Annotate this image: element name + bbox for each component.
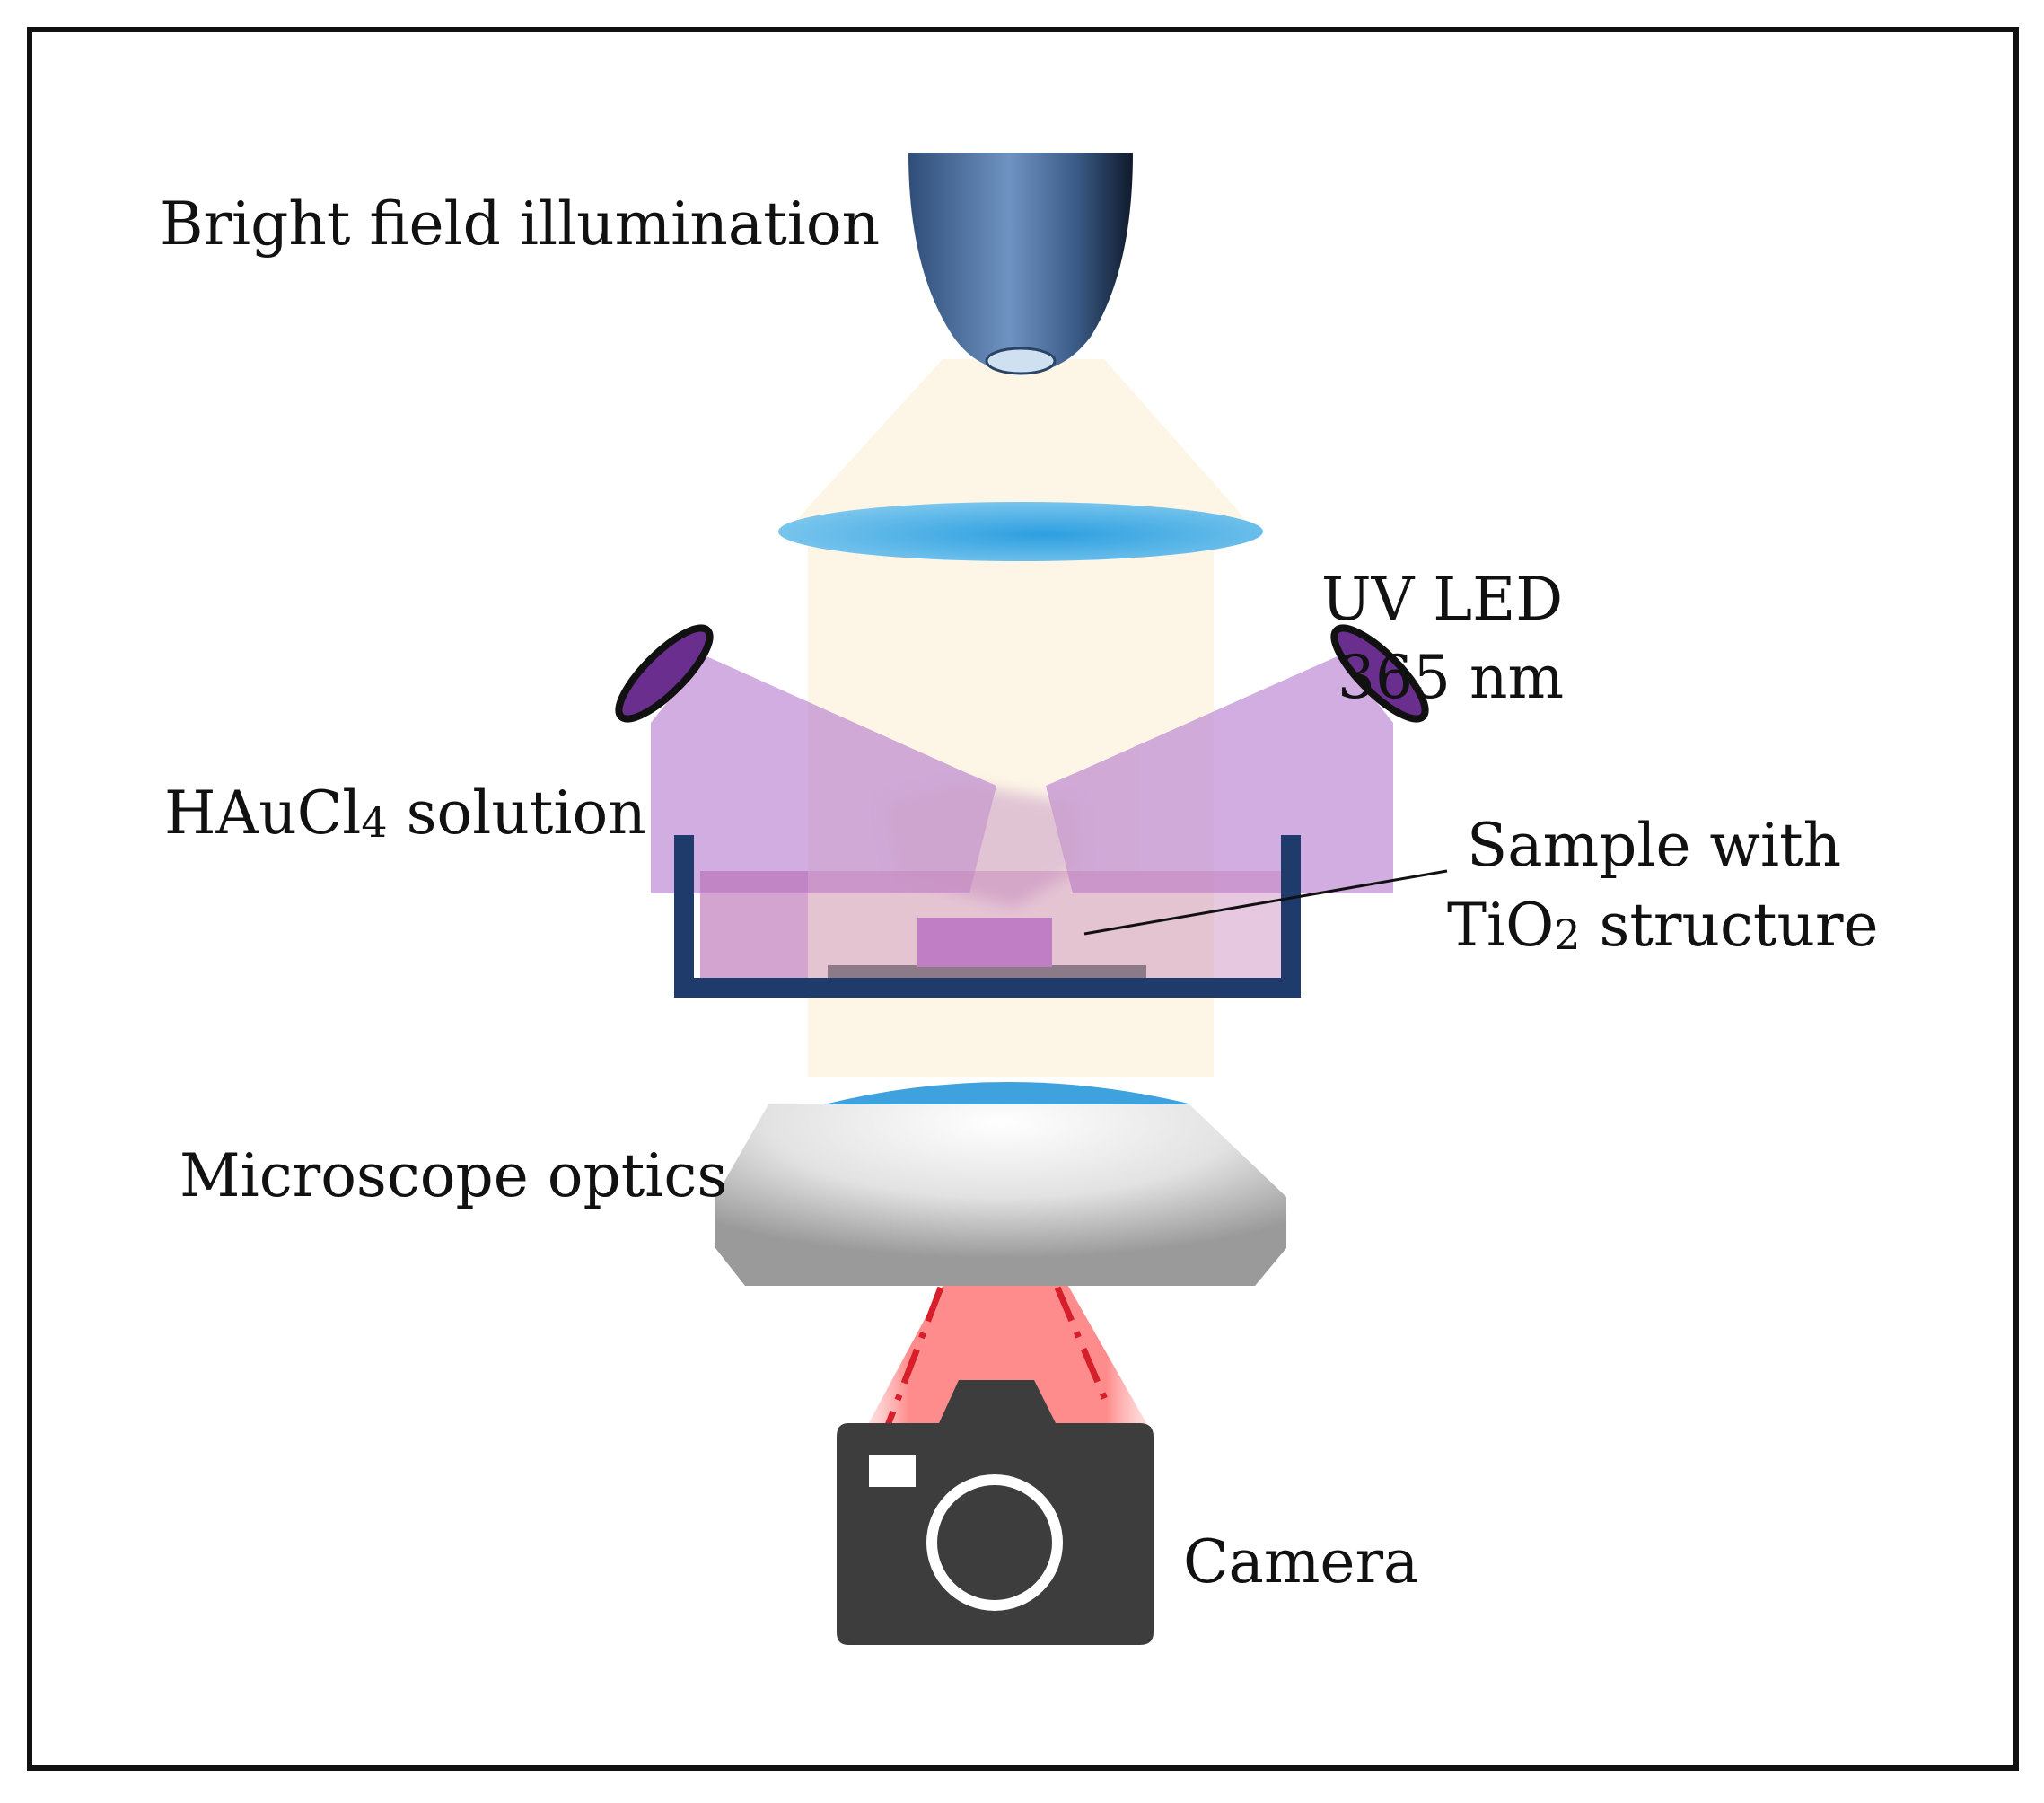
- label-sample: Sample with: [1467, 811, 1841, 880]
- uv-led-icon: [1330, 624, 1429, 723]
- emission-beam: [866, 1286, 1149, 1428]
- petri-dish: [674, 835, 1301, 998]
- uv-led-icon: [615, 624, 714, 723]
- label-solution-rest: solution: [388, 778, 646, 848]
- bright-field-beam-cone: [781, 359, 1261, 537]
- label-solution: HAuCl4 solution: [164, 778, 646, 848]
- uv-light-beams: [651, 655, 1393, 907]
- label-tio2-structure: TiO2 structure: [1447, 891, 1879, 960]
- label-solution-main: HAuCl: [164, 778, 361, 848]
- label-microscope-optics: Microscope optics: [180, 1141, 727, 1210]
- emission-ray-right: [1054, 1286, 1113, 1412]
- emission-ray-left: [883, 1286, 944, 1429]
- label-uv-wavelength: 365 nm: [1338, 643, 1564, 712]
- objective-lens: [824, 1082, 1192, 1104]
- condenser-lens: [778, 502, 1263, 561]
- sample-leader-line: [1083, 869, 1448, 936]
- label-tio2-subscript: 2: [1554, 910, 1580, 959]
- substrate-slide: [828, 965, 1146, 978]
- camera-icon: [837, 1380, 1154, 1645]
- condenser-icon: [908, 153, 1133, 373]
- label-uv-led: UV LED: [1321, 565, 1563, 634]
- label-tio2-main: TiO: [1447, 891, 1554, 960]
- tio2-structure: [917, 918, 1052, 967]
- label-tio2-rest: structure: [1581, 891, 1879, 960]
- label-camera: Camera: [1183, 1527, 1418, 1596]
- solution-left-deep: [700, 871, 808, 979]
- microscope-optics-body: [715, 1104, 1286, 1286]
- label-bright-field: Bright field illumination: [160, 189, 880, 259]
- condenser-tip: [985, 347, 1057, 375]
- label-solution-subscript: 4: [361, 798, 387, 847]
